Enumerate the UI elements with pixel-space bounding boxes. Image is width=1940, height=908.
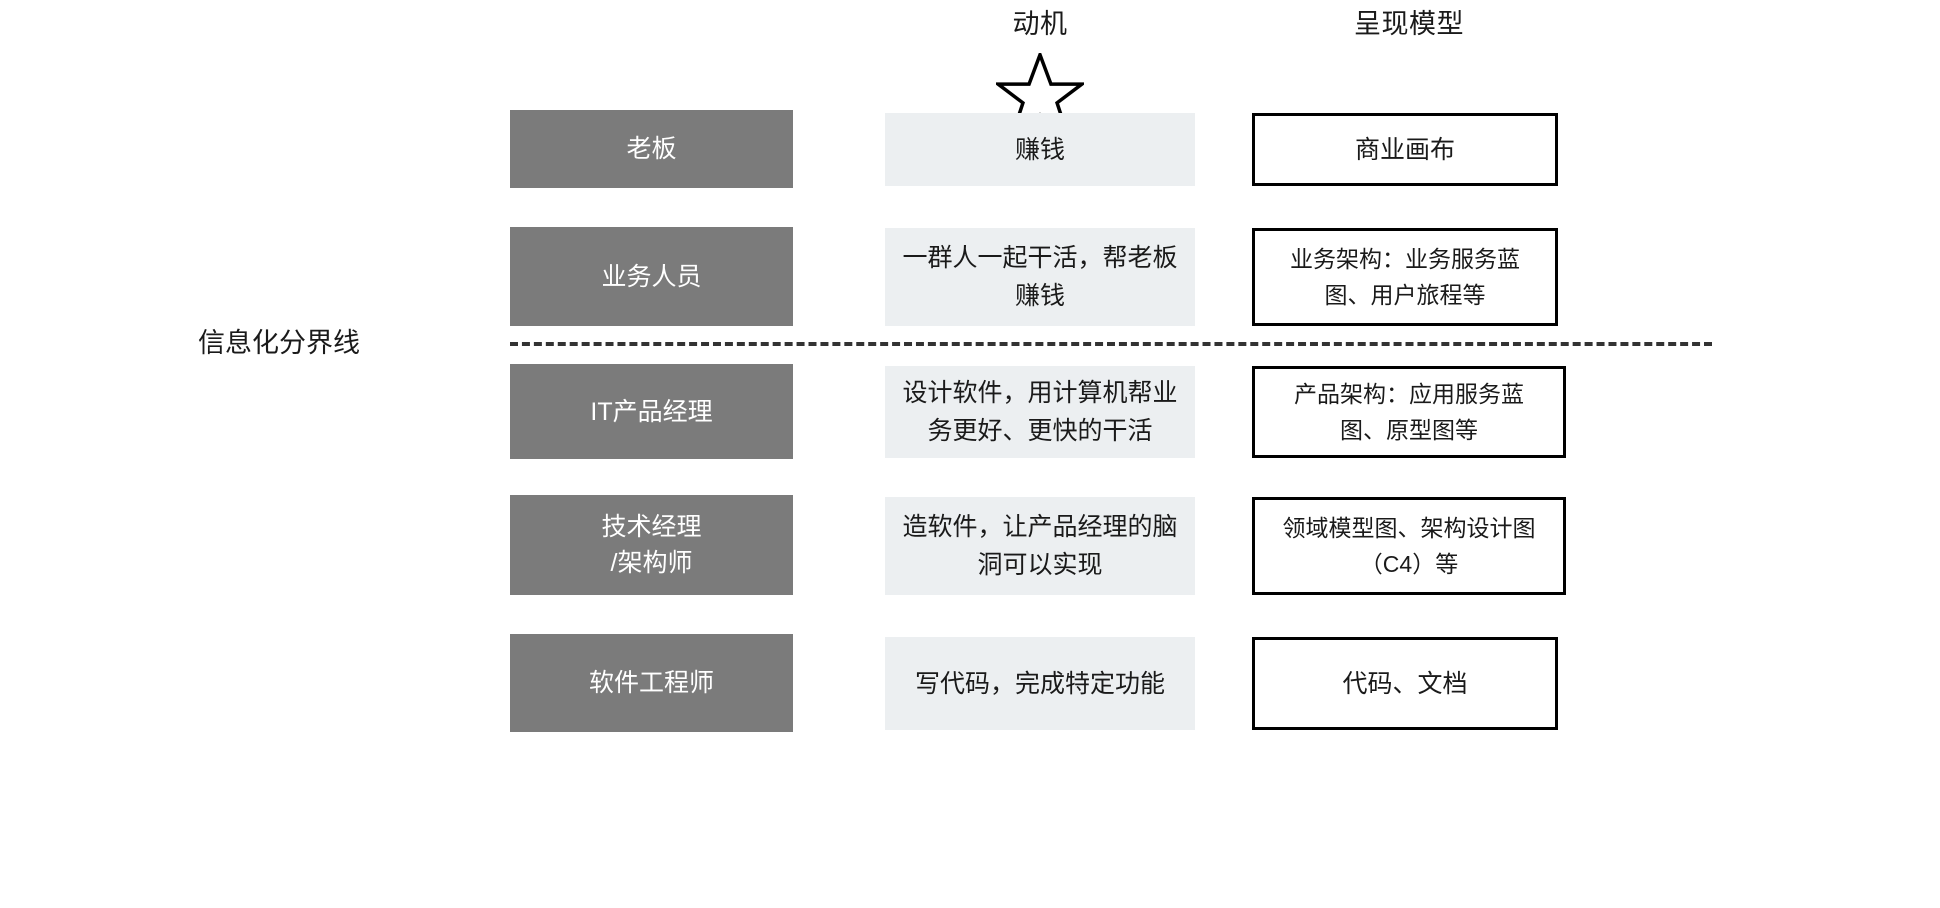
role-box-it-product-manager: IT产品经理 [510, 364, 793, 459]
role-box-tech-manager-architect: 技术经理 /架构师 [510, 495, 793, 595]
divider-label: 信息化分界线 [198, 328, 360, 358]
model-box-it-product-manager: 产品架构：应用服务蓝 图、原型图等 [1252, 366, 1566, 458]
role-label: 业务人员 [601, 262, 702, 291]
motivation-label: 写代码，完成特定功能 [914, 669, 1165, 698]
model-label: 代码、文档 [1342, 669, 1468, 698]
model-label-line1: 业务架构：业务服务蓝 [1290, 246, 1520, 272]
column-header-motivation: 动机 [1012, 9, 1068, 39]
role-box-business-staff: 业务人员 [510, 227, 793, 326]
model-box-software-engineer: 代码、文档 [1252, 637, 1558, 730]
motivation-box-tech-manager-architect: 造软件，让产品经理的脑 洞可以实现 [885, 497, 1195, 595]
column-header-presentation-model: 呈现模型 [1354, 9, 1464, 39]
role-label: IT产品经理 [590, 397, 713, 426]
motivation-label-line1: 一群人一起干活，帮老板 [902, 244, 1178, 272]
role-label: 老板 [626, 135, 677, 163]
model-label-line1: 产品架构：应用服务蓝 [1294, 381, 1524, 407]
role-label: 软件工程师 [588, 669, 714, 697]
motivation-box-software-engineer: 写代码，完成特定功能 [885, 637, 1195, 730]
model-label-line1: 领域模型图、架构设计图 [1282, 515, 1536, 541]
motivation-label-line1: 造软件，让产品经理的脑 [902, 513, 1178, 541]
motivation-label-line2: 务更好、更快的干活 [927, 417, 1153, 445]
role-label-line2: /架构师 [610, 549, 693, 577]
model-label: 商业画布 [1354, 135, 1455, 164]
model-box-boss: 商业画布 [1252, 113, 1558, 186]
role-box-software-engineer: 软件工程师 [510, 634, 793, 732]
motivation-label-line2: 赚钱 [1014, 282, 1065, 310]
informatization-divider-line [510, 342, 1712, 346]
model-label-line2: （C4）等 [1359, 551, 1459, 577]
motivation-box-it-product-manager: 设计软件，用计算机帮业 务更好、更快的干活 [885, 366, 1195, 458]
motivation-label: 赚钱 [1014, 135, 1065, 164]
motivation-label-line1: 设计软件，用计算机帮业 [902, 379, 1178, 407]
role-box-boss: 老板 [510, 110, 793, 188]
motivation-box-business-staff: 一群人一起干活，帮老板 赚钱 [885, 228, 1195, 326]
role-label-line1: 技术经理 [601, 513, 702, 541]
motivation-box-boss: 赚钱 [885, 113, 1195, 186]
model-box-business-staff: 业务架构：业务服务蓝 图、用户旅程等 [1252, 228, 1558, 326]
model-label-line2: 图、用户旅程等 [1324, 282, 1486, 308]
model-label-line2: 图、原型图等 [1340, 417, 1478, 443]
model-box-tech-manager-architect: 领域模型图、架构设计图 （C4）等 [1252, 497, 1566, 595]
motivation-label-line2: 洞可以实现 [977, 551, 1103, 579]
